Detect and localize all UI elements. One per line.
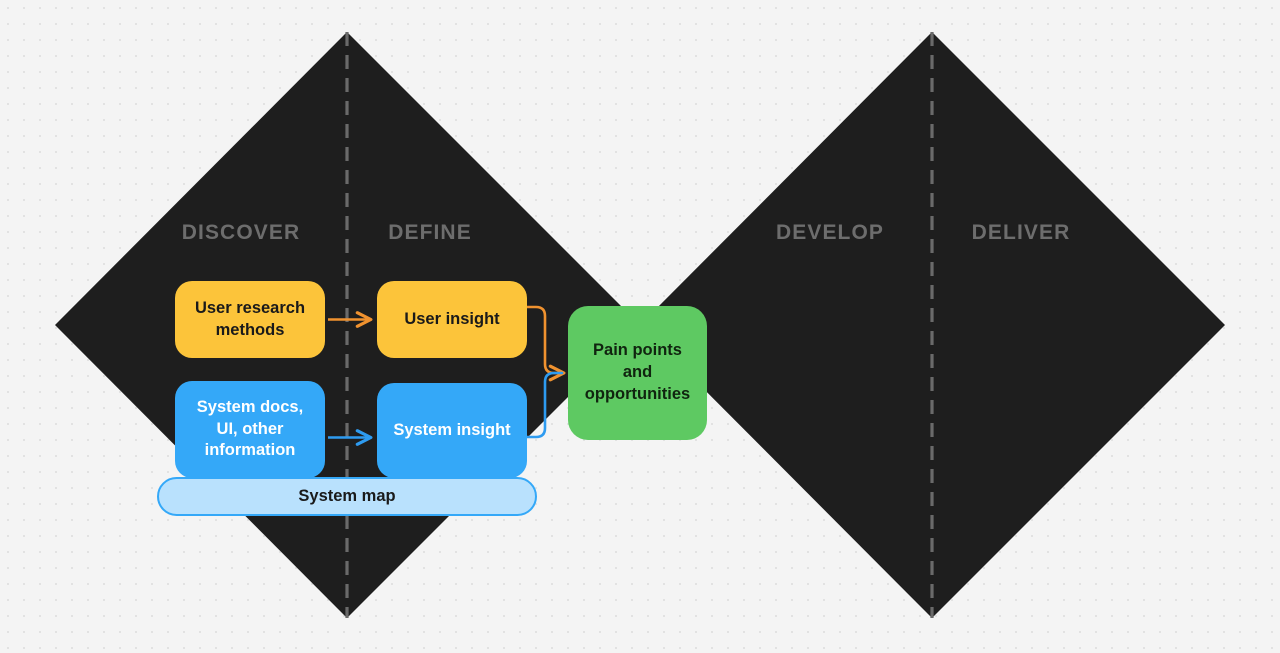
node-system-insight[interactable]: System insight <box>377 383 527 478</box>
diamond-discover-define <box>55 32 640 618</box>
phase-label-develop: DEVELOP <box>775 221 885 244</box>
node-system-docs[interactable]: System docs, UI, other information <box>175 381 325 478</box>
node-pain-points-and-opportunities[interactable]: Pain points and opportunities <box>568 306 707 440</box>
node-system-map[interactable]: System map <box>157 477 537 516</box>
node-user-insight[interactable]: User insight <box>377 281 527 358</box>
phase-label-deliver: DELIVER <box>971 221 1071 244</box>
connector-system-insight-to-pain-points <box>525 371 564 439</box>
node-user-research-methods[interactable]: User research methods <box>175 281 325 358</box>
phase-label-define: DEFINE <box>388 221 472 244</box>
phase-label-discover: DISCOVER <box>181 221 301 244</box>
diamond-develop-deliver <box>640 32 1225 618</box>
